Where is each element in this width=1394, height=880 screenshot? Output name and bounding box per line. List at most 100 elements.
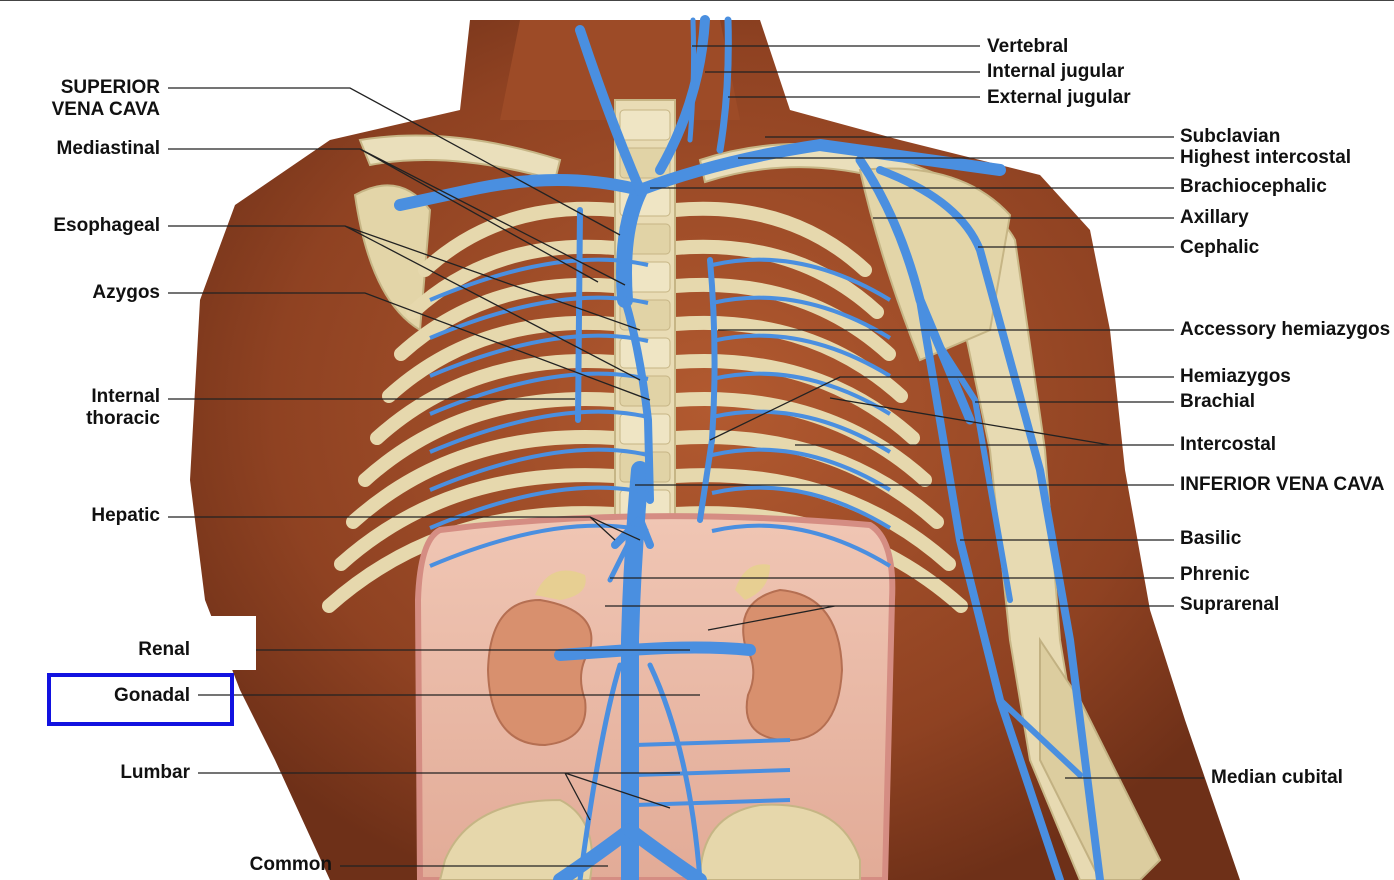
- leader-intercostal: [795, 397, 1174, 446]
- label-basilic: Basilic: [1180, 528, 1242, 549]
- intercostal-vein-left-2: [429, 295, 649, 340]
- leader-suprarenal: [605, 605, 1174, 631]
- leader-mediastinal: [168, 148, 626, 286]
- label-highest-intercostal: Highest intercostal: [1180, 147, 1352, 168]
- leader-esophageal: [168, 225, 641, 381]
- intercostal-vein-right-4: [711, 371, 892, 416]
- label-intercostal: Intercostal: [1180, 434, 1277, 455]
- label-lumbar: Lumbar: [120, 762, 190, 783]
- label-external-jugular: External jugular: [987, 87, 1131, 108]
- label-gonadal: Gonadal: [113, 685, 190, 706]
- intercostal-vein-left-6: [429, 447, 649, 492]
- rib-left-8: [334, 468, 622, 571]
- intercostal-vein-right-5: [711, 409, 892, 454]
- vertebra-7: [619, 337, 671, 369]
- left-internal-jugular-vein: [575, 25, 645, 195]
- right-common-iliac-vein: [623, 823, 707, 880]
- label-superior-vena-cava: SUPERIOR VENA CAVA: [30, 77, 160, 121]
- vertebral-vein: [687, 17, 697, 143]
- lumbar-vein-1: [634, 738, 791, 747]
- left-renal-vein: [554, 644, 636, 661]
- vein-network: [394, 15, 1104, 880]
- left-brachiocephalic-vein: [394, 174, 646, 211]
- external-jugular-vein: [716, 16, 732, 154]
- leader-lines: [168, 45, 1204, 867]
- intercostal-vein-right-7: [711, 485, 892, 530]
- label-axillary: Axillary: [1180, 207, 1249, 228]
- intercostal-vein-right-8: [711, 523, 892, 568]
- label-mediastinal: Mediastinal: [56, 138, 160, 159]
- lumbar-vein-3: [634, 798, 791, 807]
- top-border: [0, 0, 1394, 1]
- cephalic-vein: [876, 166, 1104, 880]
- label-superior-vena-cava-line1: SUPERIOR: [60, 77, 160, 98]
- rib-right-1: [668, 201, 872, 277]
- intercostal-vein-left-4: [429, 371, 649, 416]
- left-gonadal-vein: [577, 662, 623, 880]
- label-hepatic: Hepatic: [91, 505, 160, 526]
- rib-right-3: [668, 277, 896, 361]
- rib-left-1: [418, 201, 622, 277]
- intercostal-vein-right-6: [711, 447, 892, 492]
- label-accessory-hemiazygos-text: Accessory hemiazygos: [1180, 319, 1391, 340]
- label-internal-jugular: Internal jugular: [987, 61, 1125, 82]
- label-cephalic: Cephalic: [1180, 237, 1260, 258]
- rib-left-2: [406, 239, 622, 319]
- label-azygos: Azygos: [92, 282, 160, 303]
- label-brachial: Brachial: [1180, 391, 1255, 412]
- right-brachiocephalic-vein: [634, 139, 1006, 196]
- rib-right-5: [668, 353, 920, 445]
- leader-lumbar: [198, 772, 680, 821]
- left-clavicle: [358, 134, 562, 182]
- left-kidney: [486, 598, 593, 747]
- gonadal-highlight-box: [47, 673, 234, 726]
- median-cubital-vein: [997, 697, 1083, 778]
- label-subclavian: Subclavian: [1180, 126, 1281, 147]
- left-common-iliac-vein: [553, 823, 637, 880]
- basilic-vein: [916, 296, 1064, 880]
- label-vertebral: Vertebral: [987, 36, 1069, 57]
- intercostal-vein-left-5: [429, 409, 649, 454]
- label-median-cubital: Median cubital: [1211, 767, 1343, 788]
- leader-azygos: [168, 292, 651, 401]
- label-inferior-vena-cava: INFERIOR VENA CAVA: [1180, 474, 1394, 496]
- label-internal-thoracic-line2: thoracic: [86, 408, 160, 429]
- intercostal-vein-right-2: [711, 295, 892, 340]
- right-scapula: [858, 167, 1012, 362]
- intercostal-vein-left-3: [429, 333, 649, 378]
- label-accessory-hemiazygos: Accessory hemiazygos: [1180, 319, 1394, 341]
- rib-right-8: [668, 468, 956, 571]
- label-hemiazygos: Hemiazygos: [1180, 366, 1291, 387]
- label-suprarenal: Suprarenal: [1180, 594, 1280, 615]
- intercostal-vein-left-8: [429, 523, 649, 568]
- label-brachiocephalic: Brachiocephalic: [1180, 176, 1327, 197]
- azygos-vein: [621, 296, 654, 504]
- right-kidney: [742, 588, 844, 742]
- label-phrenic: Phrenic: [1180, 564, 1250, 585]
- label-common-iliac: Common: [249, 854, 332, 875]
- superior-vena-cava: [616, 182, 648, 308]
- rib-left-3: [394, 277, 622, 361]
- lumbar-vein-2: [634, 768, 791, 777]
- rib-left-7: [346, 430, 622, 529]
- internal-thoracic-left: [575, 207, 583, 423]
- hemiazygos-vein: [697, 257, 718, 523]
- label-internal-thoracic: Internal thoracic: [20, 386, 160, 430]
- renal-label-mask: [196, 616, 256, 670]
- neck: [500, 20, 740, 120]
- label-internal-thoracic-line1: Internal: [91, 386, 160, 407]
- label-inferior-vena-cava-text: INFERIOR VENA CAVA: [1180, 474, 1385, 495]
- right-gonadal-vein: [647, 662, 703, 880]
- leader-hepatic: [168, 516, 641, 541]
- intercostal-vein-left-7: [429, 485, 649, 530]
- right-adrenal: [735, 564, 770, 600]
- label-esophageal: Esophageal: [53, 215, 160, 236]
- vertebra-1: [619, 109, 671, 141]
- label-superior-vena-cava-line2: VENA CAVA: [51, 99, 160, 120]
- axillary-vein: [855, 155, 975, 425]
- brachial-vein: [927, 327, 1013, 603]
- leader-superior-vena-cava: [168, 87, 621, 236]
- inferior-vena-cava: [621, 461, 649, 880]
